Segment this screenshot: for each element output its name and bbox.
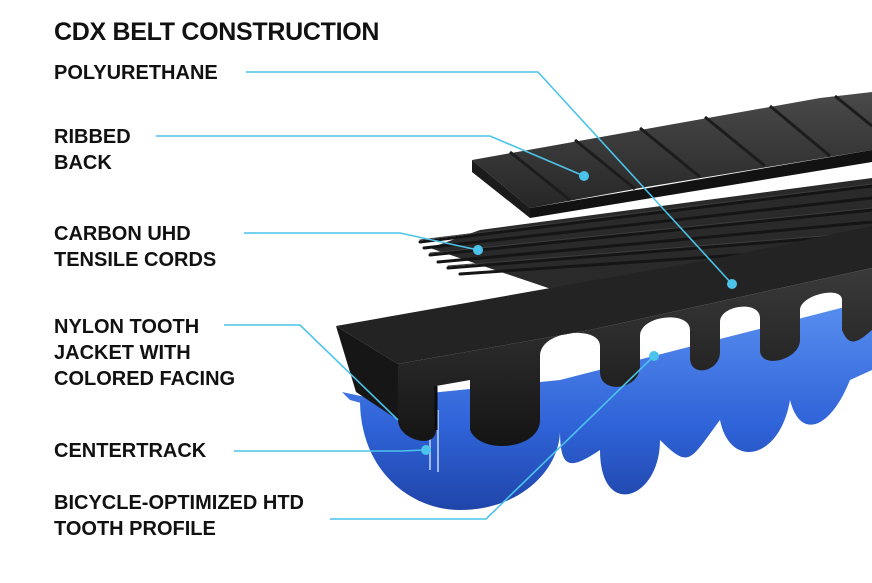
body-front-face: [336, 326, 398, 420]
tooth-body: [336, 226, 872, 447]
ribbed-back-top: [472, 92, 872, 208]
leader-lines: [156, 71, 733, 520]
leader-ribbed-back: [156, 135, 585, 177]
leader-nylon-jacket: [224, 324, 399, 421]
label-carbon-cords: CARBON UHD TENSILE CORDS: [54, 223, 217, 271]
body-top: [336, 226, 872, 364]
ribbed-back-layer: [472, 92, 872, 218]
leader-tooth-profile: [330, 355, 655, 520]
body-teeth: [398, 268, 872, 447]
rib-lines: [509, 94, 872, 202]
label-tooth-profile: BICYCLE-OPTIMIZED HTD TOOTH PROFILE: [54, 492, 304, 540]
leader-carbon-cords: [244, 232, 479, 251]
ribbed-back-front: [472, 160, 530, 218]
leader-centertrack: [234, 449, 427, 452]
leader-dots: [421, 171, 737, 455]
ribbed-back-side: [530, 150, 872, 218]
leader-polyurethane: [246, 71, 733, 285]
diagram-title: CDX BELT CONSTRUCTION: [54, 18, 380, 46]
label-polyurethane: POLYURETHANE: [54, 62, 218, 84]
label-centertrack: CENTERTRACK: [54, 440, 207, 462]
label-ribbed-back: RIBBED BACK: [54, 126, 131, 174]
jacket-wave: [360, 300, 872, 510]
label-nylon-jacket: NYLON TOOTH JACKET WITH COLORED FACING: [54, 316, 236, 390]
